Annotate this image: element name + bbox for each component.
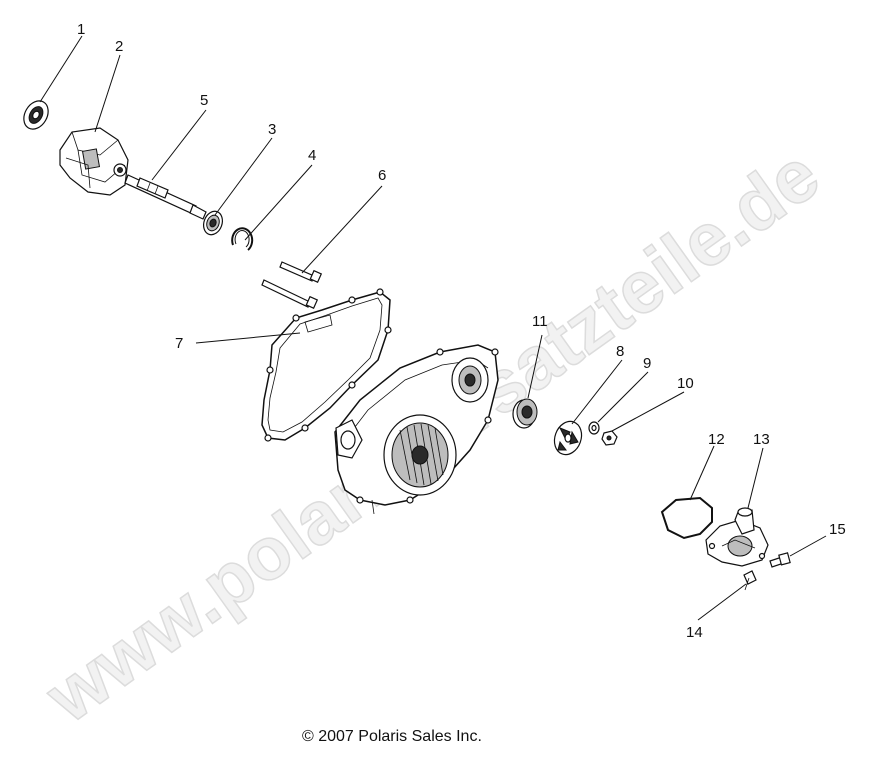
crankcase-cover — [334, 344, 499, 515]
callout-7: 7 — [175, 335, 183, 352]
leader-12 — [689, 445, 715, 501]
leader-8 — [571, 359, 623, 425]
part-12-o-ring — [660, 496, 713, 540]
leader-7 — [195, 332, 301, 344]
part-5-shaft — [124, 174, 207, 220]
callout-9: 9 — [643, 355, 651, 372]
leader-11 — [527, 334, 543, 399]
part-10-nut — [601, 430, 618, 446]
leader-lines — [39, 35, 827, 621]
part-9-washer — [588, 421, 600, 435]
part-1-seal — [23, 100, 49, 130]
callout-4: 4 — [308, 147, 316, 164]
part-15-bolt — [769, 552, 791, 568]
part-6-bolts — [261, 261, 323, 309]
leader-3 — [214, 137, 273, 216]
callout-15: 15 — [829, 521, 846, 538]
leader-1 — [39, 35, 83, 103]
part-4-snap-ring — [231, 227, 254, 251]
leader-2 — [94, 54, 121, 133]
part-13-pump-cover — [705, 507, 769, 567]
callout-13: 13 — [753, 431, 770, 448]
callout-10: 10 — [677, 375, 694, 392]
callout-1: 1 — [77, 21, 85, 38]
copyright-text: © 2007 Polaris Sales Inc. — [302, 728, 482, 745]
part-8-impeller — [553, 420, 583, 456]
part-7-gasket — [261, 288, 392, 442]
leader-13 — [747, 447, 764, 509]
leader-5 — [151, 109, 207, 181]
leader-15 — [789, 535, 827, 557]
leader-9 — [597, 371, 649, 423]
callout-5: 5 — [200, 92, 208, 109]
leader-6 — [301, 185, 383, 274]
callout-numbers: 1 2 5 3 4 6 7 11 8 9 10 12 13 14 15 — [77, 21, 846, 641]
part-14-bolt — [743, 570, 757, 591]
part-3-bearing — [202, 210, 224, 236]
leader-10 — [611, 391, 685, 432]
part-11-seal — [512, 398, 538, 429]
callout-8: 8 — [616, 343, 624, 360]
callout-2: 2 — [115, 38, 123, 55]
leader-4 — [244, 164, 313, 241]
leader-14 — [697, 583, 747, 621]
callout-6: 6 — [378, 167, 386, 184]
callout-12: 12 — [708, 431, 725, 448]
callout-14: 14 — [686, 624, 703, 641]
part-2-pump-housing — [59, 127, 129, 196]
callout-11: 11 — [532, 313, 548, 330]
callout-3: 3 — [268, 121, 276, 138]
